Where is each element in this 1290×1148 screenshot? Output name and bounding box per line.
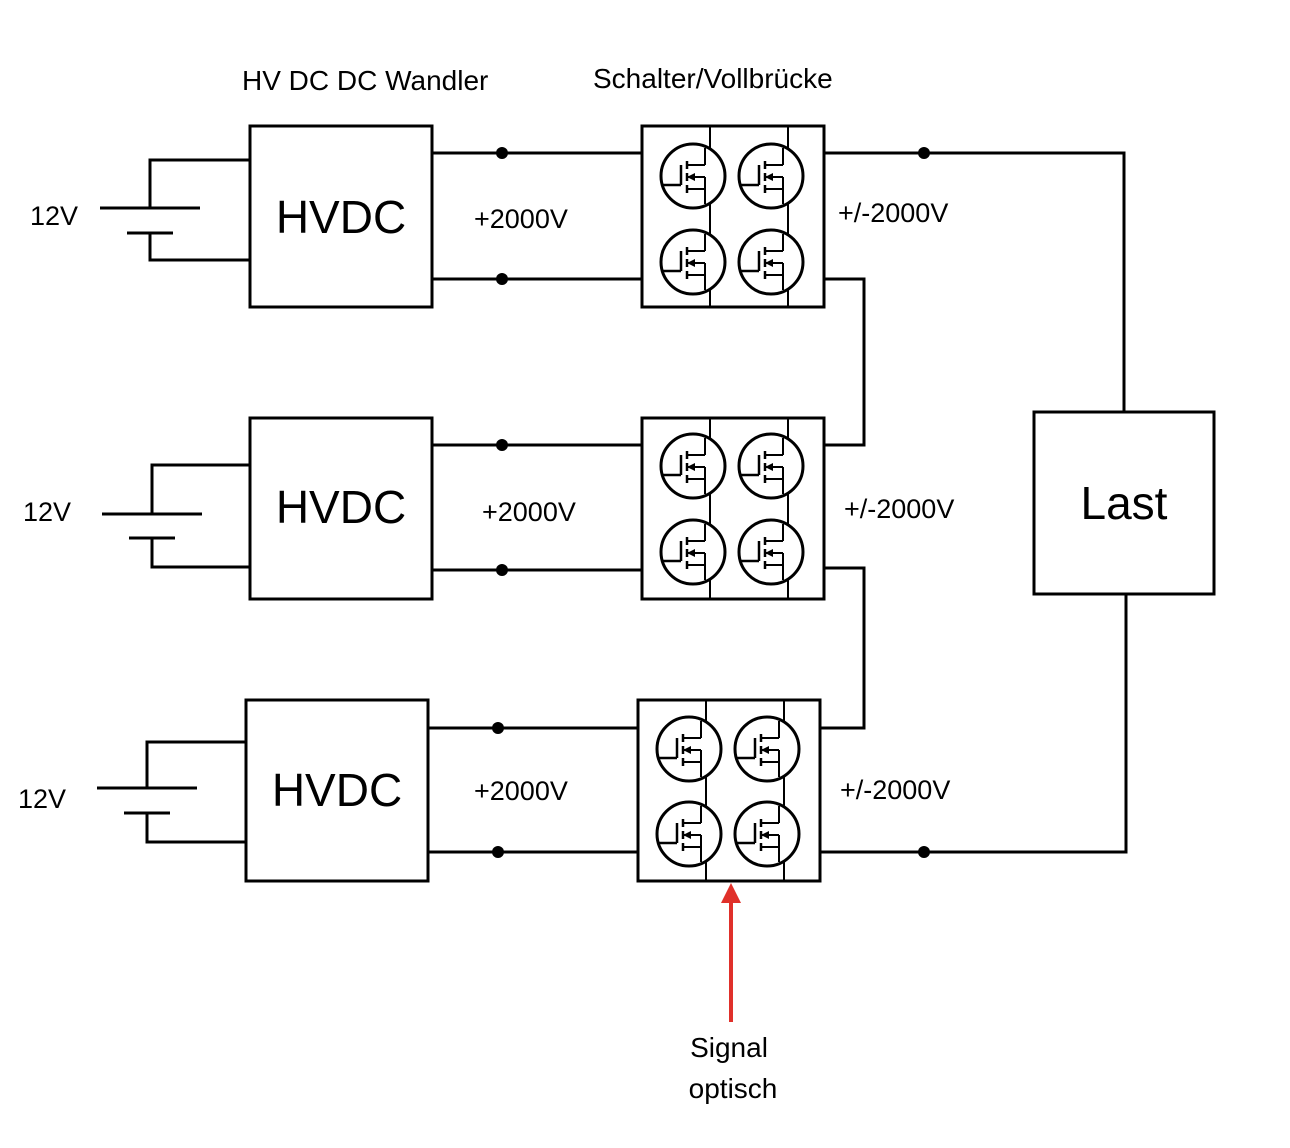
full-bridge-switch [640, 124, 826, 309]
arrow-up-icon [721, 883, 741, 1022]
hvdc-label: HVDC [276, 481, 406, 533]
mosfet-icon [737, 518, 805, 586]
hvdc-label: HVDC [276, 191, 406, 243]
battery-icon [97, 740, 246, 844]
battery-label: 12V [30, 201, 78, 231]
mosfet-icon [655, 715, 723, 783]
load-box [1032, 410, 1216, 596]
node-dot [492, 722, 504, 734]
node-dot [918, 846, 930, 858]
node-dot [496, 439, 508, 451]
dc-voltage-label: +2000V [482, 497, 576, 527]
mosfet-icon [737, 432, 805, 500]
output-voltage-label: +/-2000V [838, 198, 948, 228]
battery-label: 12V [23, 497, 71, 527]
node-dot [496, 564, 508, 576]
load-label: Last [1081, 477, 1168, 529]
stage-1: 12V HVDC +2000V +/-2000V [30, 124, 948, 309]
signal-label-line1: Signal [690, 1032, 768, 1063]
mosfet-icon [733, 800, 801, 868]
output-voltage-label: +/-2000V [844, 494, 954, 524]
mosfet-icon [659, 142, 727, 210]
mosfet-icon [733, 715, 801, 783]
mosfet-icon [659, 228, 727, 296]
output-voltage-label: +/-2000V [840, 775, 950, 805]
battery-icon [102, 463, 250, 569]
signal-label-line2: optisch [689, 1073, 778, 1104]
stage-3: 12V HVDC +2000V +/-2000V [18, 698, 950, 883]
full-bridge-switch [640, 416, 826, 601]
dc-voltage-label: +2000V [474, 776, 568, 806]
bridge-header: Schalter/Vollbrücke [593, 63, 833, 94]
node-dot [492, 846, 504, 858]
converter-header: HV DC DC Wandler [242, 65, 488, 96]
mosfet-icon [659, 518, 727, 586]
node-dot [496, 273, 508, 285]
full-bridge-switch [636, 698, 822, 883]
mosfet-icon [737, 142, 805, 210]
hvdc-converter [244, 698, 430, 883]
hvdc-label: HVDC [272, 764, 402, 816]
output-wiring [820, 147, 1128, 858]
battery-icon [100, 158, 250, 262]
stage-2: 12V HVDC +2000V +/-2000V [23, 416, 954, 601]
hvdc-converter [248, 124, 434, 309]
node-dot [496, 147, 508, 159]
battery-label: 12V [18, 784, 66, 814]
mosfet-icon [659, 432, 727, 500]
node-dot [918, 147, 930, 159]
mosfet-icon [655, 800, 723, 868]
dc-voltage-label: +2000V [474, 204, 568, 234]
mosfet-icon [737, 228, 805, 296]
hvdc-converter [248, 416, 434, 601]
